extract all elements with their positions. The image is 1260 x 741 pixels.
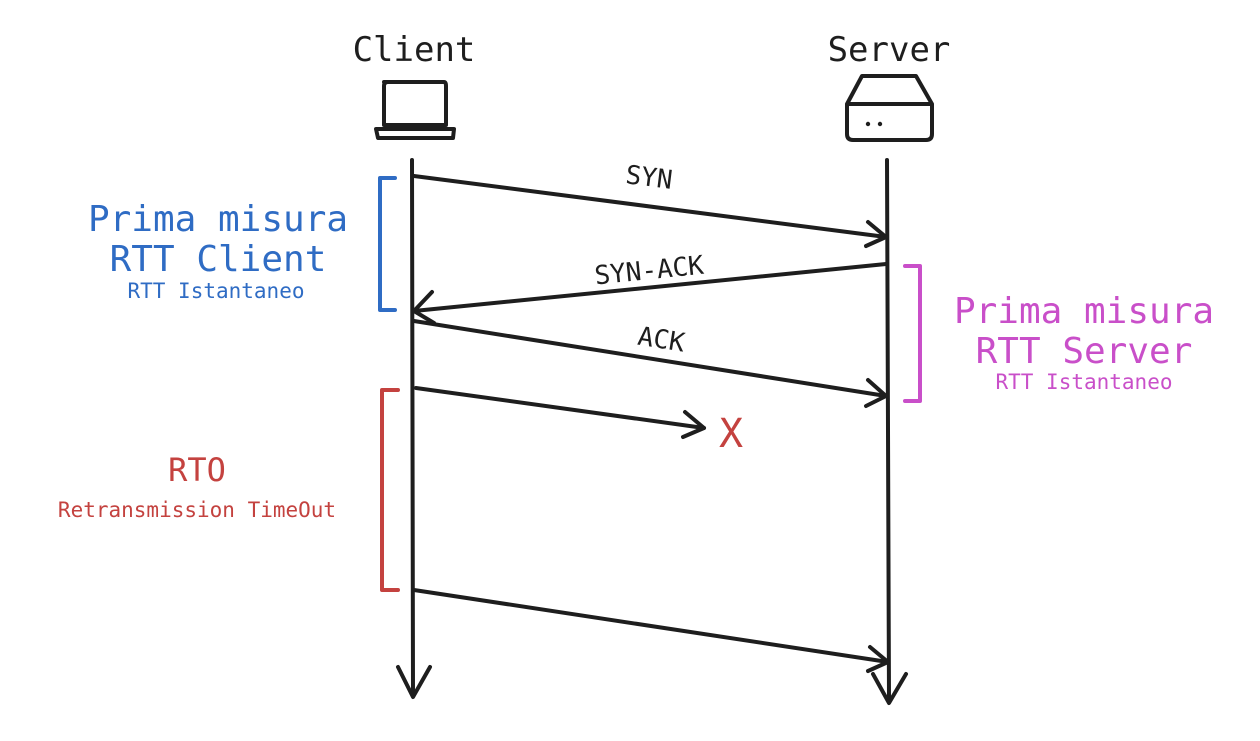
syn-ack-arrow <box>412 262 888 325</box>
rto-bracket <box>380 388 400 592</box>
client-rtt-title-line2: RTT Client <box>110 239 327 280</box>
lost-marker: X <box>719 411 743 457</box>
laptop-icon <box>374 80 456 140</box>
rto-title: RTO <box>168 451 226 489</box>
ack-arrow <box>412 319 888 408</box>
server-label: Server <box>828 30 951 70</box>
retransmission-arrow <box>412 588 890 673</box>
server-icon <box>845 74 934 142</box>
client-lifeline <box>396 158 432 699</box>
server-rtt-title-line2: RTT Server <box>976 331 1193 372</box>
server-rtt-subtitle: RTT Istantaneo <box>995 370 1172 394</box>
client-label: Client <box>353 30 476 70</box>
server-rtt-title-line1: Prima misura <box>954 291 1214 332</box>
client-rtt-title-line1: Prima misura <box>88 199 348 240</box>
client-rtt-subtitle: RTT Istantaneo <box>127 279 304 303</box>
ack-label: ACK <box>636 322 687 359</box>
lost-segment-arrow <box>414 386 706 439</box>
syn-label: SYN <box>624 160 674 196</box>
server-lifeline <box>871 158 908 705</box>
rto-subtitle: Retransmission TimeOut <box>58 498 336 522</box>
server-rtt-bracket <box>903 264 922 403</box>
syn-arrow <box>412 174 888 248</box>
client-rtt-bracket <box>378 176 397 312</box>
